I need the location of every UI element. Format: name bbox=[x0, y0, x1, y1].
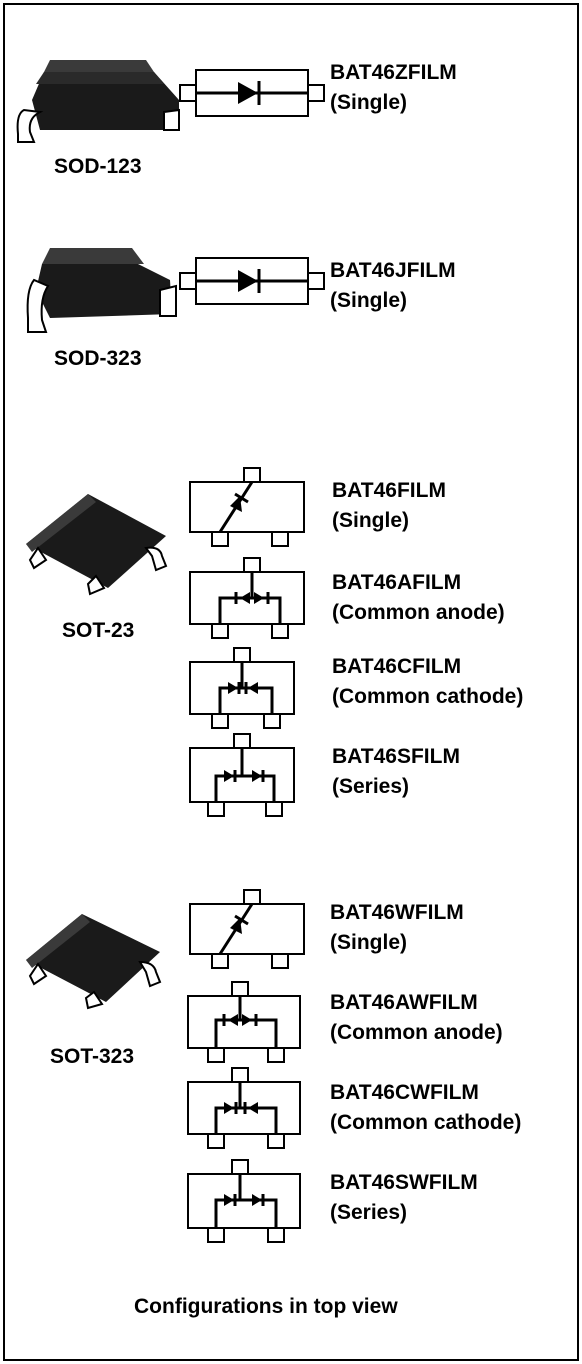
part-number: BAT46AWFILM bbox=[330, 991, 478, 1014]
package-name: SOT-23 bbox=[62, 619, 135, 642]
part-number: BAT46SWFILM bbox=[330, 1171, 478, 1194]
part-number: BAT46AFILM bbox=[332, 571, 462, 594]
part-number: BAT46WFILM bbox=[330, 901, 464, 924]
part-number: BAT46SFILM bbox=[332, 745, 460, 768]
figure-caption: Configurations in top view bbox=[134, 1295, 398, 1318]
part-number: BAT46CWFILM bbox=[330, 1081, 479, 1104]
configuration-label: (Series) bbox=[332, 775, 410, 798]
package-name: SOD-323 bbox=[54, 347, 142, 370]
part-number: BAT46ZFILM bbox=[330, 61, 457, 84]
part-number: BAT46CFILM bbox=[332, 655, 462, 678]
single-diode-symbol bbox=[179, 257, 325, 305]
package-name: SOD-123 bbox=[54, 155, 142, 178]
common-cathode-diode-symbol bbox=[189, 647, 295, 729]
configuration-label: (Common anode) bbox=[330, 1021, 503, 1044]
common-cathode-diode-symbol bbox=[187, 1067, 301, 1149]
sot-single-diode-symbol bbox=[189, 467, 305, 547]
sot-23-package-drawing bbox=[26, 494, 168, 596]
common-anode-diode-symbol bbox=[187, 981, 301, 1063]
configuration-label: (Common anode) bbox=[332, 601, 505, 624]
sot-single-diode-symbol bbox=[189, 889, 305, 969]
configuration-label: (Single) bbox=[330, 289, 407, 312]
part-number: BAT46FILM bbox=[332, 479, 446, 502]
common-anode-diode-symbol bbox=[189, 557, 305, 639]
sod-123-package-drawing bbox=[16, 60, 180, 143]
configuration-label: (Single) bbox=[330, 931, 407, 954]
configuration-label: (Single) bbox=[330, 91, 407, 114]
single-diode-symbol bbox=[179, 69, 325, 117]
series-diode-symbol bbox=[187, 1159, 301, 1243]
series-diode-symbol bbox=[189, 733, 295, 817]
configuration-label: (Common cathode) bbox=[330, 1111, 522, 1134]
configuration-label: (Single) bbox=[332, 509, 409, 532]
package-name: SOT-323 bbox=[50, 1045, 135, 1068]
figure-frame bbox=[3, 3, 579, 1361]
part-number: BAT46JFILM bbox=[330, 259, 456, 282]
configuration-label: (Series) bbox=[330, 1201, 408, 1224]
configuration-label: (Common cathode) bbox=[332, 685, 524, 708]
sod-323-package-drawing bbox=[26, 248, 177, 333]
sot-323-package-drawing bbox=[26, 914, 162, 1010]
